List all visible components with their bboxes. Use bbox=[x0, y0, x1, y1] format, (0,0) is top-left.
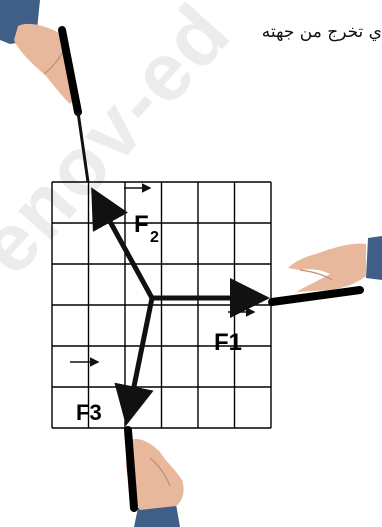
rope-top bbox=[58, 26, 82, 116]
force-label-f3: F3 bbox=[76, 400, 102, 425]
hand-right-icon bbox=[288, 236, 382, 292]
force-vector-f2 bbox=[91, 187, 155, 300]
hand-bottom-icon bbox=[126, 438, 184, 527]
caption-text: ي تخرج من جهته bbox=[261, 22, 382, 42]
rope-bottom bbox=[124, 426, 138, 512]
grid bbox=[51, 181, 272, 429]
force-label-f1: F1 bbox=[214, 329, 242, 356]
string-top bbox=[76, 111, 90, 183]
force-label-f2: F bbox=[134, 211, 149, 238]
rope-right bbox=[268, 286, 364, 306]
force-vector-f3 bbox=[114, 297, 155, 426]
force-label-f2-subscript: 2 bbox=[150, 229, 159, 246]
